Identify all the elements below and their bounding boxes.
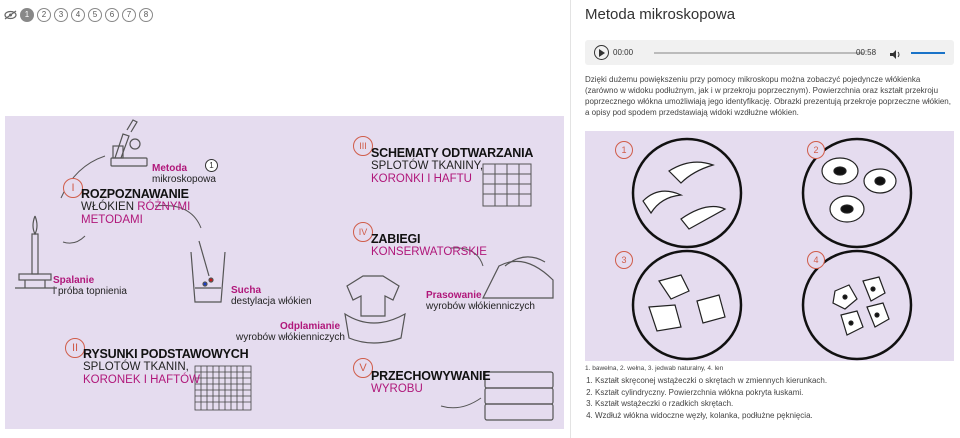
- folded-shirts-icon: [484, 371, 554, 421]
- figure-label-3: 3: [615, 251, 633, 269]
- step-2[interactable]: 2: [37, 8, 51, 22]
- figure-caption: 1. bawełna, 2. wełna, 3. jedwab naturaln…: [585, 365, 724, 372]
- spalanie-label[interactable]: Spalanie: [53, 275, 95, 286]
- play-icon[interactable]: [594, 45, 609, 60]
- weave-diagram-icon: [482, 163, 532, 207]
- list-item: Wzdłuż włókna widoczne węzły, kolanka, p…: [595, 410, 827, 422]
- audio-progress-bar[interactable]: [654, 52, 864, 54]
- odplamianie-label[interactable]: Odplamianie: [280, 321, 341, 332]
- metoda-label[interactable]: Metoda: [152, 163, 187, 174]
- section-v-line2: WYROBU: [371, 383, 423, 395]
- step-7[interactable]: 7: [122, 8, 136, 22]
- hide-eye-icon[interactable]: [3, 8, 17, 22]
- infographic-area: 1 2 3 4 5 6 7 8: [3, 8, 564, 429]
- infographic-panel: I ROZPOZNAWANIE WŁÓKIEN RÓŻNYMI METODAMI…: [5, 116, 564, 429]
- beaker-icon: [190, 240, 226, 303]
- prasowanie-sub: wyrobów włókienniczych: [426, 301, 535, 312]
- step-navigation: 1 2 3 4 5 6 7 8: [3, 8, 153, 22]
- sucha-label[interactable]: Sucha: [231, 285, 262, 296]
- numeral-v: V: [353, 358, 373, 378]
- odplamianie-sub: wyrobów włókienniczych: [236, 332, 345, 343]
- section-i-line2: WŁÓKIEN RÓŻNYMI: [81, 201, 190, 213]
- detail-panel: Metoda mikroskopowa 00:00 00:58 Dzięki d…: [570, 0, 960, 438]
- fiber-cross-sections: 1 2 3 4: [585, 131, 954, 361]
- list-item: Kształt wstążeczki o rzadkich skrętach.: [595, 398, 827, 410]
- bunsen-burner-icon: [15, 215, 57, 289]
- step-3[interactable]: 3: [54, 8, 68, 22]
- sucha-sub: destylacja włókien: [231, 296, 312, 307]
- volume-slider[interactable]: [911, 52, 945, 54]
- numeral-iii: III: [353, 136, 373, 156]
- section-i-line2-b: RÓŻNYMI: [137, 201, 191, 213]
- iron-icon: [482, 256, 554, 299]
- spalanie-sub: i próba topnienia: [53, 286, 127, 297]
- list-item: Kształt cylindryczny. Powierzchnia włókn…: [595, 387, 827, 399]
- infographic-illustrations: [15, 119, 554, 421]
- numeral-iv: IV: [353, 222, 373, 242]
- panel-title: Metoda mikroskopowa: [585, 6, 736, 23]
- section-v-heading: PRZECHOWYWANIE: [371, 369, 491, 383]
- section-iii-line3: KORONKI I HAFTU: [371, 173, 472, 185]
- section-ii-line3: KORONEK I HAFTÓW: [83, 374, 200, 386]
- fiber-description-list: Kształt skręconej wstążeczki o skrętach …: [581, 375, 827, 421]
- numeral-ii: II: [65, 338, 85, 358]
- figure-label-1: 1: [615, 141, 633, 159]
- metoda-badge[interactable]: 1: [205, 159, 218, 172]
- metoda-sub: mikroskopowa: [152, 174, 216, 185]
- figure-label-4: 4: [807, 251, 825, 269]
- step-8[interactable]: 8: [139, 8, 153, 22]
- pattern-grid-icon: [194, 365, 252, 411]
- audio-current-time: 00:00: [613, 48, 634, 57]
- section-i-line3: METODAMI: [81, 214, 143, 226]
- microscope-icon: [110, 119, 148, 167]
- numeral-i: I: [63, 178, 83, 198]
- panel-description: Dzięki dużemu powiększeniu przy pomocy m…: [585, 75, 951, 117]
- prasowanie-label[interactable]: Prasowanie: [426, 290, 482, 301]
- section-ii-line2: SPLOTÓW TKANIN,: [83, 361, 189, 373]
- figure-label-2: 2: [807, 141, 825, 159]
- section-iv-line2: KONSERWATORSKIE: [371, 246, 487, 258]
- section-iii-line2: SPLOTÓW TKANINY,: [371, 160, 484, 172]
- section-iv-heading: ZABIEGI: [371, 232, 421, 246]
- audio-duration: 00:58: [856, 48, 877, 57]
- step-5[interactable]: 5: [88, 8, 102, 22]
- fiber-illustration: [631, 137, 913, 361]
- audio-player: 00:00 00:58: [585, 40, 954, 65]
- step-1[interactable]: 1: [20, 8, 34, 22]
- volume-icon[interactable]: [889, 47, 901, 65]
- section-iii-heading: SCHEMATY ODTWARZANIA: [371, 146, 534, 160]
- section-i-line2-a: WŁÓKIEN: [81, 201, 138, 213]
- step-4[interactable]: 4: [71, 8, 85, 22]
- shirt-basin-icon: [344, 275, 406, 344]
- list-item: Kształt skręconej wstążeczki o skrętach …: [595, 375, 827, 387]
- section-ii-heading: RYSUNKI PODSTAWOWYCH: [83, 347, 249, 361]
- section-i-heading: ROZPOZNAWANIE: [81, 187, 189, 201]
- step-6[interactable]: 6: [105, 8, 119, 22]
